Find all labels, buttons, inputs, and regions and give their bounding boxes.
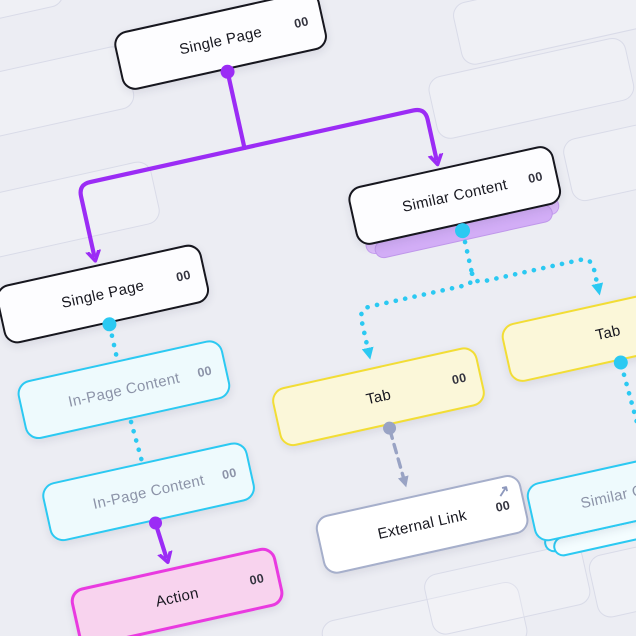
connector-gray-external bbox=[388, 428, 409, 488]
connector-purple-action bbox=[153, 521, 166, 557]
node-label: Similar Content bbox=[400, 175, 509, 216]
node-count: 00 bbox=[220, 465, 238, 483]
node-single-page-top[interactable]: Single Page 00 bbox=[111, 0, 330, 93]
ghost-node bbox=[560, 97, 636, 204]
node-label: Action bbox=[153, 584, 201, 611]
node-count: 00 bbox=[292, 14, 311, 31]
connector-cyan-inpage-2 bbox=[128, 419, 144, 462]
node-in-page-content-1[interactable]: In-Page Content 00 bbox=[14, 337, 233, 442]
connector-purple-trunk bbox=[225, 69, 247, 150]
node-tab-1[interactable]: Tab 00 bbox=[269, 344, 488, 449]
ghost-node bbox=[0, 0, 67, 48]
node-label: Single Page bbox=[177, 23, 264, 58]
connector-cyan-similar2 bbox=[619, 363, 636, 448]
connector-cyan-inpage-1 bbox=[107, 323, 120, 361]
node-count: 00 bbox=[174, 267, 193, 285]
node-count: 00 bbox=[450, 370, 468, 388]
node-count: 00 bbox=[248, 571, 266, 588]
node-label: Tab bbox=[364, 385, 393, 408]
node-in-page-content-2[interactable]: In-Page Content 00 bbox=[39, 439, 258, 544]
connector-cyan-tab1 bbox=[358, 271, 475, 360]
node-action[interactable]: Action 00 bbox=[68, 545, 287, 636]
connector-cyan-tab2 bbox=[469, 257, 604, 296]
node-label: In-Page Content bbox=[91, 471, 206, 513]
node-label: Tab bbox=[593, 321, 623, 344]
node-count: 00 bbox=[196, 363, 214, 381]
node-count: 00 bbox=[526, 169, 545, 186]
node-label: Similar Content bbox=[579, 472, 636, 512]
node-label: Single Page bbox=[59, 276, 146, 312]
node-label: External Link bbox=[376, 506, 469, 543]
ghost-node bbox=[0, 158, 163, 266]
node-single-page-left[interactable]: Single Page 00 bbox=[0, 242, 212, 347]
node-label: In-Page Content bbox=[66, 369, 182, 411]
node-count: 00 bbox=[494, 498, 512, 515]
node-tab-2[interactable]: Tab 00 bbox=[499, 280, 636, 385]
external-link-icon: ↗ bbox=[495, 481, 512, 502]
